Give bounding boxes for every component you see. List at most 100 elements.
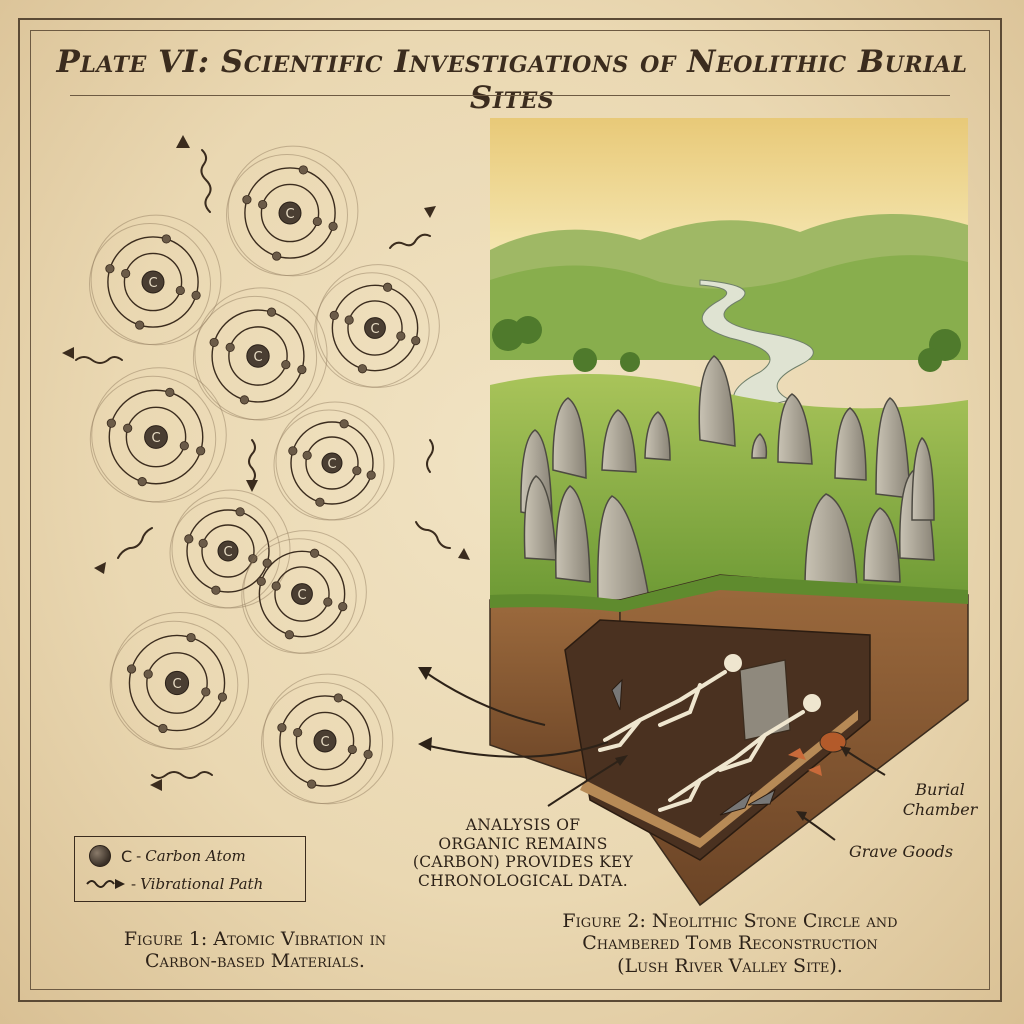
motion-halo [262, 673, 394, 805]
carbon-atom: C [192, 287, 328, 421]
motion-halo [171, 489, 291, 609]
electron [307, 779, 317, 789]
turf-edge [490, 575, 968, 612]
carbon-atom: C [261, 673, 394, 805]
atom-symbol: C [253, 350, 262, 365]
motion-halo [91, 367, 227, 503]
grave-goods [611, 678, 847, 816]
analysis-pointer [547, 759, 621, 807]
carbon-atom: C [169, 489, 291, 609]
motion-halo [192, 295, 318, 421]
carbon-atom: C [273, 401, 395, 521]
standing-stone [875, 397, 911, 499]
electron [161, 234, 171, 244]
standing-stone [523, 475, 557, 561]
electron [143, 669, 153, 679]
flint-blade [719, 790, 754, 816]
electron [191, 290, 201, 300]
vibration-arrow [75, 356, 123, 364]
carbon-atom: C [226, 145, 359, 277]
stone-circle [520, 355, 935, 605]
arrowhead [840, 746, 851, 757]
carbon-atom-icon [89, 845, 111, 867]
electron [333, 693, 343, 703]
figure-2-caption: Figure 2: Neolithic Stone Circle and Cha… [470, 910, 990, 977]
electron [328, 221, 338, 231]
grave-goods-label: Grave Goods [848, 842, 954, 861]
legend-path-label: Vibrational Path [140, 875, 264, 893]
mid-hills [490, 255, 968, 360]
burial-label-line: Chamber [902, 800, 978, 819]
arrowhead [150, 779, 162, 791]
electron [315, 497, 325, 507]
standing-stone [751, 433, 768, 459]
electron [201, 687, 211, 697]
burial-chamber [564, 619, 871, 861]
standing-stone [601, 409, 637, 473]
electron [288, 446, 298, 456]
burial-label-line: Burial [915, 780, 965, 799]
electron [209, 337, 219, 348]
motion-halo [111, 612, 249, 750]
arrowhead [94, 562, 106, 574]
electron-orbit [295, 711, 355, 771]
standing-stone [911, 436, 935, 521]
plate-title: Plate VI: Scientific Investigations of N… [56, 44, 968, 116]
electron [242, 195, 252, 205]
electron [105, 264, 115, 274]
electron-orbit [146, 652, 208, 714]
electron [281, 360, 291, 370]
electron [179, 441, 189, 451]
legend-atom-label: Carbon Atom [145, 847, 246, 865]
electron [329, 310, 339, 320]
atom-symbol: C [370, 322, 379, 337]
carbon-atom: C [314, 264, 440, 388]
pot [819, 731, 847, 753]
electron-orbit [201, 524, 255, 578]
analysis-line: Analysis of [465, 816, 581, 834]
motion-halo [169, 497, 281, 609]
electron [239, 395, 250, 405]
electron [338, 602, 348, 612]
nucleus [321, 452, 343, 474]
arrowhead [424, 206, 436, 218]
vibration-arrow [389, 233, 431, 249]
motion-halo [227, 145, 359, 277]
nucleus [313, 729, 337, 753]
vibration-arrow [415, 521, 451, 549]
motion-halo [109, 620, 239, 750]
standing-stone [777, 393, 813, 465]
electron [298, 165, 308, 175]
electron [158, 723, 168, 734]
electron [137, 477, 147, 487]
electron-orbit [347, 300, 403, 356]
electron [344, 315, 354, 325]
electron [196, 446, 206, 456]
chamber-floor [580, 710, 858, 848]
electron [198, 538, 208, 548]
electron [302, 450, 312, 460]
electron-orbit [211, 309, 305, 403]
legend-path-row: - Vibrational Path [75, 873, 263, 895]
atom-symbol: C [151, 431, 160, 446]
electron [310, 548, 320, 558]
river [699, 279, 814, 413]
legend-atom-symbol: C [121, 846, 133, 866]
motion-halo [314, 272, 430, 388]
standing-stone [698, 355, 736, 447]
nucleus [141, 270, 165, 294]
skull [724, 654, 742, 672]
atom-symbol: C [320, 735, 329, 750]
electron [312, 216, 322, 227]
arrowhead [796, 811, 807, 821]
caption-line: Chambered Tomb Reconstruction [582, 932, 878, 955]
vibration-arrow [200, 149, 212, 213]
standing-stone [834, 407, 867, 481]
caption-line: (Lush River Valley Site). [617, 954, 843, 977]
motion-halo [89, 375, 217, 503]
motion-halo [241, 538, 357, 654]
electron [352, 466, 362, 476]
vibration-wave-icon [86, 879, 125, 889]
electron-orbit [128, 634, 226, 732]
